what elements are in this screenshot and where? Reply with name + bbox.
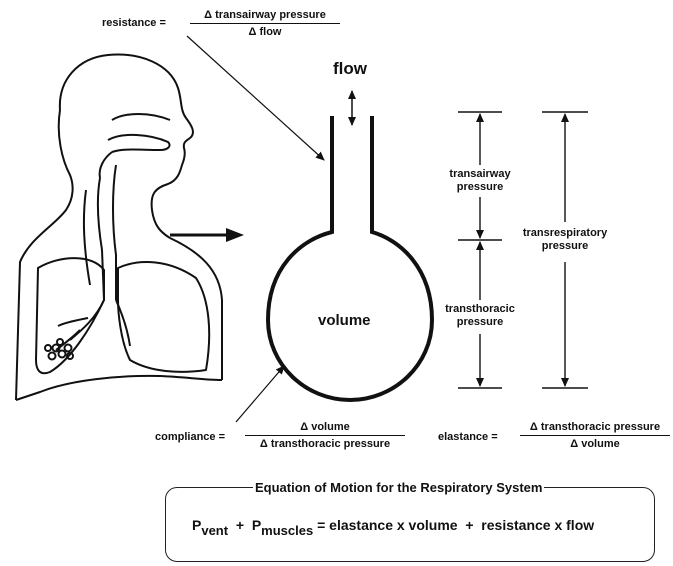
resistance-lhs: resistance = <box>102 17 166 30</box>
compliance-lhs: compliance = <box>155 431 225 444</box>
equation-of-motion: Pvent + Pmuscles = elastance x volume + … <box>192 517 594 538</box>
arrow-body-to-model <box>170 228 244 242</box>
p-muscles-symbol: P <box>252 517 261 533</box>
transthoracic-label-line1: transthoracic <box>434 303 526 316</box>
flow-label: flow <box>333 62 367 75</box>
equation-plus: + <box>236 517 244 533</box>
lung-model <box>268 116 432 400</box>
compliance-denominator: Δ transthoracic pressure <box>245 436 405 450</box>
transairway-label-line1: transairway <box>442 168 518 181</box>
compliance-fraction: Δ volume Δ transthoracic pressure <box>245 421 405 450</box>
transairway-label-line2: pressure <box>442 181 518 194</box>
elastance-denominator: Δ volume <box>520 436 670 450</box>
p-vent-subscript: vent <box>201 523 228 538</box>
transthoracic-label-line2: pressure <box>434 316 526 329</box>
equation-rhs: = elastance x volume + resistance x flow <box>317 517 594 533</box>
human-airway-illustration <box>16 55 222 400</box>
compliance-numerator: Δ volume <box>245 421 405 436</box>
resistance-denominator: Δ flow <box>190 24 340 38</box>
resistance-pointer-arrow <box>187 36 324 160</box>
transrespiratory-pressure-label: transrespiratory pressure <box>513 227 617 253</box>
p-muscles-subscript: muscles <box>261 523 313 538</box>
p-vent-symbol: P <box>192 517 201 533</box>
compliance-pointer-arrow <box>236 366 284 422</box>
transrespiratory-label-line2: pressure <box>513 240 617 253</box>
resistance-numerator: Δ transairway pressure <box>190 9 340 24</box>
transrespiratory-label-line1: transrespiratory <box>513 227 617 240</box>
volume-label: volume <box>318 312 371 329</box>
transthoracic-pressure-label: transthoracic pressure <box>434 303 526 329</box>
elastance-numerator: Δ transthoracic pressure <box>520 421 670 436</box>
elastance-lhs: elastance = <box>438 431 498 444</box>
elastance-fraction: Δ transthoracic pressure Δ volume <box>520 421 670 450</box>
transairway-pressure-label: transairway pressure <box>442 168 518 194</box>
equation-title: Equation of Motion for the Respiratory S… <box>253 480 544 495</box>
resistance-fraction: Δ transairway pressure Δ flow <box>190 9 340 38</box>
